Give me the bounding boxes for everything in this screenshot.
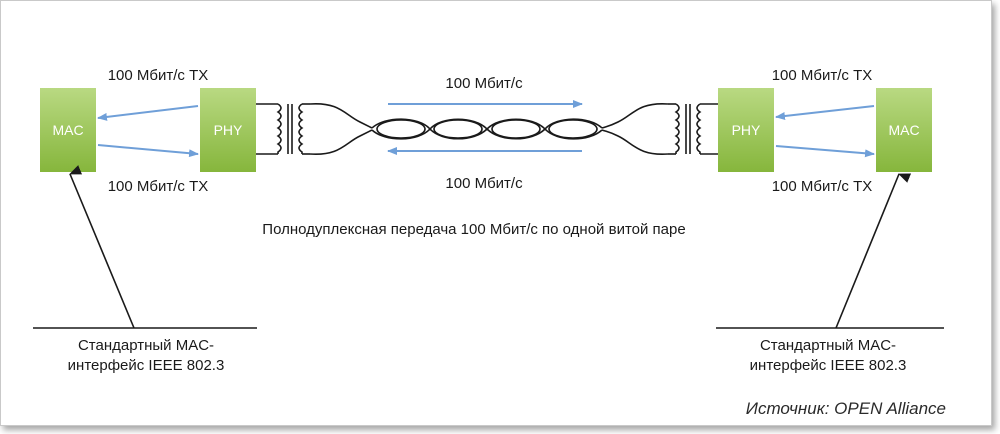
link-rate-top-label: 100 Мбит/с bbox=[445, 75, 523, 92]
left-phy-box bbox=[200, 88, 256, 172]
left-standard-line1: Стандартный MAC- bbox=[78, 337, 214, 354]
right-arrow-phy-to-mac bbox=[775, 145, 875, 158]
link-rate-bottom-label: 100 Мбит/с bbox=[445, 175, 523, 192]
left-mac-label: MAC bbox=[52, 122, 83, 138]
left-phy-label: PHY bbox=[214, 122, 243, 138]
right-mac-box bbox=[876, 88, 932, 172]
right-standard-line2: интерфейс IEEE 802.3 bbox=[750, 357, 907, 374]
twisted-pair-cable bbox=[371, 118, 603, 140]
right-node: PHY MAC 100 Мбит/с TX 100 Мбит/с TX Стан… bbox=[601, 67, 944, 374]
right-tx-bottom-label: 100 Мбит/с TX bbox=[772, 178, 873, 195]
left-node: MAC PHY 100 Мбит/с TX 100 Мбит/с TX Стан… bbox=[33, 67, 373, 374]
left-arrow-mac-to-phy bbox=[97, 144, 199, 158]
diagram-caption: Полнодуплексная передача 100 Мбит/с по о… bbox=[262, 221, 685, 238]
left-pointer-arrow bbox=[69, 165, 135, 329]
right-transformer bbox=[601, 103, 718, 155]
right-arrow-mac-to-phy bbox=[775, 105, 875, 120]
right-mac-label: MAC bbox=[888, 122, 919, 138]
left-tx-top-label: 100 Мбит/с TX bbox=[108, 67, 209, 84]
left-transformer bbox=[256, 103, 373, 155]
left-standard-line2: интерфейс IEEE 802.3 bbox=[68, 357, 225, 374]
left-mac-box bbox=[40, 88, 96, 172]
left-tx-bottom-label: 100 Мбит/с TX bbox=[108, 178, 209, 195]
source-credit: Источник: OPEN Alliance bbox=[746, 399, 946, 418]
left-arrow-phy-to-mac bbox=[97, 105, 199, 121]
right-pointer-arrow bbox=[835, 173, 912, 329]
right-tx-top-label: 100 Мбит/с TX bbox=[772, 67, 873, 84]
right-phy-box bbox=[718, 88, 774, 172]
right-standard-line1: Стандартный MAC- bbox=[760, 337, 896, 354]
right-phy-label: PHY bbox=[732, 122, 761, 138]
